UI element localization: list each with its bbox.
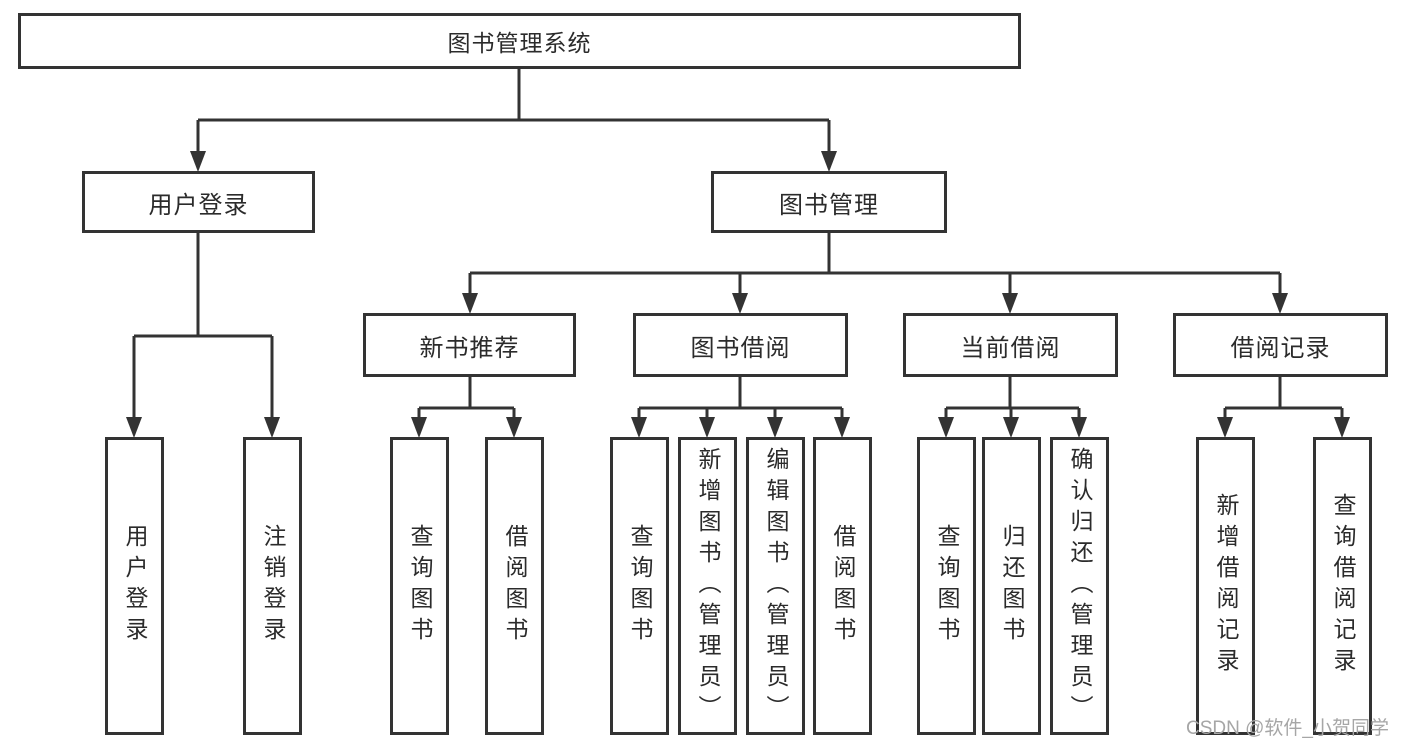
- node-borrow-records-label: 借阅记录: [1230, 334, 1331, 362]
- node-book-management-label: 图书管理: [779, 191, 879, 219]
- csdn-watermark: CSDN @软件_小贺同学: [1186, 718, 1389, 739]
- leaf-borrow-books-recommend-label: 借阅图书: [502, 524, 528, 648]
- arrowhead: [1334, 417, 1350, 438]
- arrowhead: [506, 417, 522, 438]
- leaf-add-book-admin-label: 新增图书（管理员）: [695, 446, 721, 726]
- node-current-borrow-label: 当前借阅: [960, 334, 1061, 362]
- node-library-system-label: 图书管理系统: [447, 30, 592, 56]
- arrowhead: [821, 151, 837, 172]
- leaf-borrow-books: 借阅图书: [813, 437, 872, 735]
- leaf-return-book: 归还图书: [982, 437, 1041, 735]
- leaf-query-books-current-label: 查询图书: [934, 524, 960, 648]
- node-library-system: 图书管理系统: [18, 13, 1021, 69]
- arrowhead: [938, 417, 954, 438]
- leaf-confirm-return-admin-label: 确认归还（管理员）: [1067, 446, 1093, 726]
- leaf-add-book-admin: 新增图书（管理员）: [678, 437, 737, 735]
- node-current-borrow: 当前借阅: [903, 313, 1118, 377]
- leaf-edit-book-admin-label: 编辑图书（管理员）: [763, 446, 789, 726]
- leaf-query-books-borrow-label: 查询图书: [627, 524, 653, 648]
- leaf-query-books-recommend: 查询图书: [390, 437, 449, 735]
- node-new-book-recommend-label: 新书推荐: [419, 334, 520, 362]
- node-user-login: 用户登录: [82, 171, 315, 233]
- leaf-query-borrow-record-label: 查询借阅记录: [1330, 493, 1356, 679]
- leaf-user-login: 用户登录: [105, 437, 164, 735]
- arrowhead: [264, 417, 280, 438]
- leaf-confirm-return-admin: 确认归还（管理员）: [1050, 437, 1109, 735]
- arrowhead: [411, 417, 427, 438]
- arrowhead: [834, 417, 850, 438]
- arrowhead: [767, 417, 783, 438]
- arrowhead: [1272, 293, 1288, 314]
- arrowhead: [1003, 417, 1019, 438]
- node-book-management: 图书管理: [711, 171, 947, 233]
- arrowhead: [126, 417, 142, 438]
- leaf-query-borrow-record: 查询借阅记录: [1313, 437, 1372, 735]
- arrowhead: [1217, 417, 1233, 438]
- leaf-add-borrow-record-label: 新增借阅记录: [1213, 493, 1239, 679]
- leaf-return-book-label: 归还图书: [999, 524, 1025, 648]
- leaf-logout-label: 注销登录: [260, 524, 286, 648]
- leaf-query-books-current: 查询图书: [917, 437, 976, 735]
- node-user-login-label: 用户登录: [148, 191, 249, 219]
- arrowhead: [732, 293, 748, 314]
- arrowhead: [699, 417, 715, 438]
- leaf-add-borrow-record: 新增借阅记录: [1196, 437, 1255, 735]
- leaf-query-books-recommend-label: 查询图书: [407, 524, 433, 648]
- arrowhead: [462, 293, 478, 314]
- node-borrow-records: 借阅记录: [1173, 313, 1388, 377]
- node-book-borrow: 图书借阅: [633, 313, 848, 377]
- leaf-edit-book-admin: 编辑图书（管理员）: [746, 437, 805, 735]
- arrowhead: [1002, 293, 1018, 314]
- leaf-borrow-books-recommend: 借阅图书: [485, 437, 544, 735]
- leaf-logout: 注销登录: [243, 437, 302, 735]
- node-new-book-recommend: 新书推荐: [363, 313, 576, 377]
- arrowhead: [190, 151, 206, 172]
- arrowhead: [1071, 417, 1087, 438]
- leaf-user-login-label: 用户登录: [122, 524, 148, 648]
- leaf-query-books-borrow: 查询图书: [610, 437, 669, 735]
- leaf-borrow-books-label: 借阅图书: [830, 524, 856, 648]
- node-book-borrow-label: 图书借阅: [690, 334, 791, 362]
- arrowhead: [631, 417, 647, 438]
